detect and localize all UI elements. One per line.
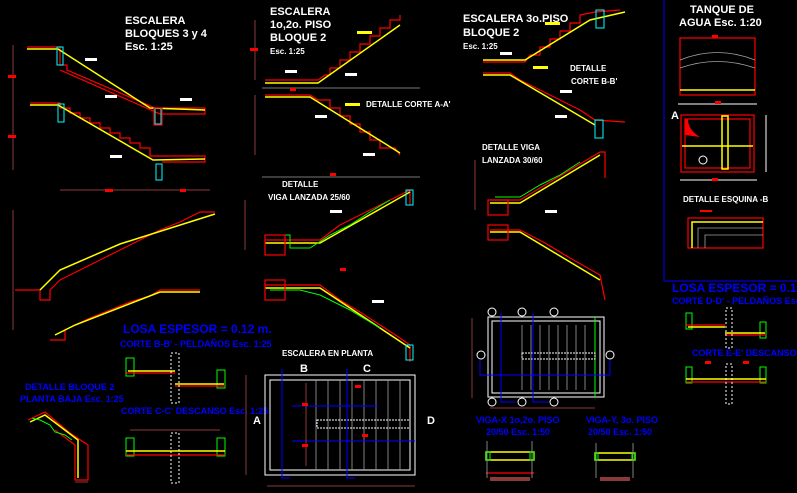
stair-plan-drawing: [245, 369, 416, 487]
floor-1-2-scale: Esc. 1:25: [270, 47, 305, 56]
plan-axis-a: A: [253, 415, 261, 427]
water-tank-title-line1: TANQUE DE: [690, 4, 754, 16]
detail-beam-30-60-line1: DETALLE VIGA: [482, 143, 540, 152]
blocks-3-4-subtitle: BLOQUES 3 y 4: [125, 28, 208, 40]
slab-left-sections-drawing: [125, 352, 226, 484]
stair-floor-3-drawing: [474, 9, 626, 301]
floor-3-block: BLOQUE 2: [463, 27, 519, 39]
stair-plan-floor-3-drawing: [471, 307, 615, 409]
slab-right-title: LOSA ESPESOR = 0.12 m.: [672, 281, 797, 295]
plan-axis-b: B: [300, 363, 308, 375]
water-tank-section-mark: A: [671, 110, 679, 122]
plan-axis-c: C: [363, 363, 371, 375]
detail-beam-30-60-line2: LANZADA 30/60: [482, 156, 543, 165]
detail-section-aa-label: DETALLE CORTE A-A': [366, 100, 451, 109]
corner-detail-label: DETALLE ESQUINA -B: [683, 195, 769, 204]
floor-1-2-title: ESCALERA: [270, 6, 331, 18]
stair-blocks-3-4-drawing: [8, 45, 216, 341]
water-tank-drawing: [678, 35, 767, 249]
detail-block-2-line1: DETALLE BLOQUE 2: [25, 382, 114, 392]
slab-right-section-landing: CORTE E-E' DESCANSO: [692, 348, 797, 358]
beam-x-line2: 20/50 Esc. 1:50: [486, 427, 550, 437]
stair-plan-title: ESCALERA EN PLANTA: [282, 349, 373, 358]
slab-right-section-steps: CORTE D-D' - PELDAÑOS Esc 1:25: [672, 296, 797, 306]
detail-beam-25-60-line2: VIGA LANZADA 25/60: [268, 193, 351, 202]
water-tank-title-line2: AGUA Esc. 1:20: [679, 17, 762, 29]
blocks-3-4-title: ESCALERA: [125, 15, 186, 27]
beam-x-line1: VIGA-X 1o,2o. PISO: [476, 415, 560, 425]
detail-section-bb-line1: DETALLE: [570, 64, 607, 73]
detail-section-bb-line2: CORTE B-B': [571, 77, 617, 86]
slab-right-sections-drawing: [685, 307, 767, 405]
beams-drawing: [485, 441, 636, 481]
plan-axis-d: D: [427, 415, 435, 427]
detail-block-2-drawing: [27, 411, 89, 483]
floor-1-2-subtitle: 1o,2o. PISO: [270, 19, 332, 31]
stair-floor-1-2-drawing: [244, 15, 420, 362]
slab-left-title: LOSA ESPESOR = 0.12 m.: [123, 322, 272, 336]
floor-3-scale: Esc. 1:25: [463, 42, 498, 51]
floor-1-2-block: BLOQUE 2: [270, 32, 326, 44]
detail-block-2-line2: PLANTA BAJA Esc. 1:25: [20, 394, 124, 404]
beam-y-line2: 20/50 Esc. 1:50: [588, 427, 652, 437]
detail-beam-25-60-line1: DETALLE: [282, 180, 319, 189]
slab-left-section-steps: CORTE B-B' - PELDAÑOS Esc. 1:25: [120, 339, 272, 349]
floor-3-title: ESCALERA 3o.PISO: [463, 13, 569, 25]
beam-y-line1: VIGA-Y, 3o. PISO: [586, 415, 658, 425]
blocks-3-4-scale: Esc. 1:25: [125, 41, 173, 53]
slab-left-section-landing: CORTE C-C' DESCANSO Esc. 1:25: [121, 406, 268, 416]
